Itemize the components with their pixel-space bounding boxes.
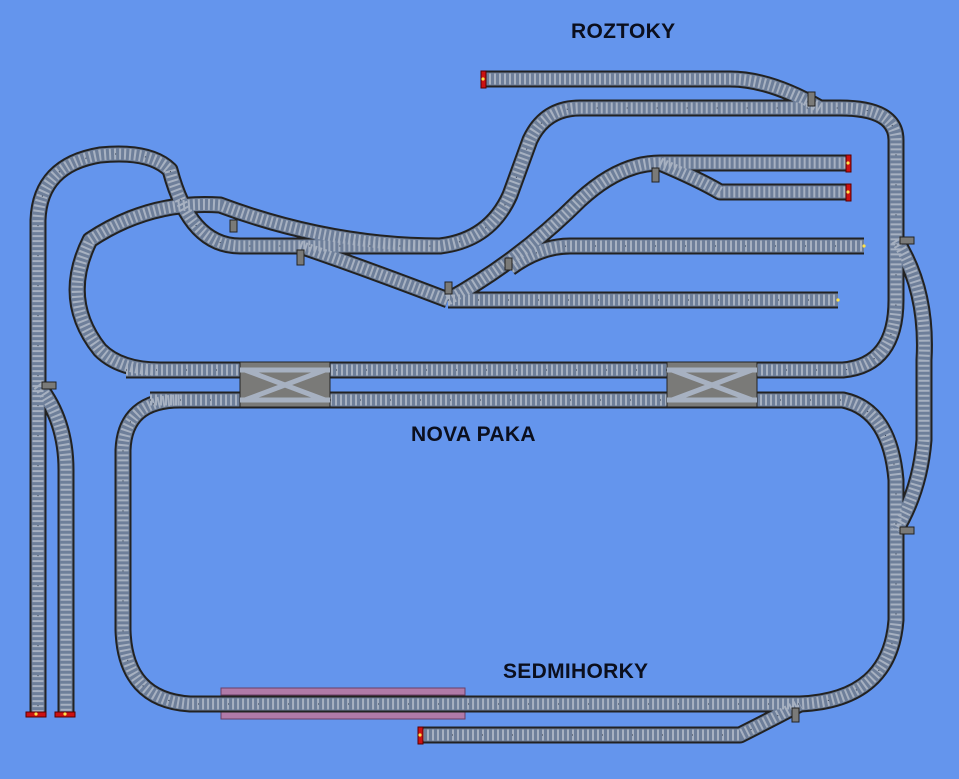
- platform-sedmihorky: [220, 687, 466, 720]
- switch-motors: [41, 91, 915, 723]
- station-label-sedmihorky: SEDMIHORKY: [503, 660, 649, 683]
- buffer-lights: [34, 77, 866, 737]
- crossover-west: [239, 361, 331, 408]
- crossover-east: [666, 361, 758, 408]
- station-label-nova-paka: NOVA PAKA: [411, 423, 536, 446]
- track-network: [29, 70, 924, 744]
- station-label-roztoky: ROZTOKY: [571, 20, 676, 43]
